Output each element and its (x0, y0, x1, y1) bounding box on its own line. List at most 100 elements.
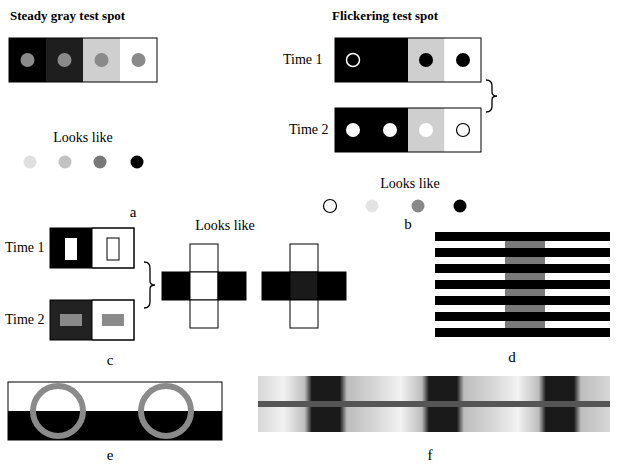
panel-a-result (24, 156, 144, 169)
result-spot (412, 200, 425, 213)
panel-title: Flickering test spot (332, 9, 438, 23)
strip-border (335, 108, 481, 152)
test-spot (347, 54, 360, 67)
panel-letter: c (107, 352, 114, 369)
test-bar (102, 314, 124, 326)
cross-cell (190, 272, 218, 300)
light-square (83, 38, 120, 82)
looks-like-label: Looks like (380, 176, 440, 191)
dark-square (50, 300, 92, 340)
gray-patch (505, 241, 545, 248)
time-label: Time 2 (289, 122, 329, 137)
cross-cell (162, 272, 190, 300)
test-spot (95, 53, 109, 67)
panel-b-time1 (335, 38, 481, 82)
test-spot (132, 53, 146, 67)
gray-patch (505, 273, 545, 280)
black-stripe (435, 232, 610, 241)
cross-cell (190, 244, 218, 272)
test-spot (456, 53, 470, 67)
cross-cell (262, 272, 290, 300)
panel-border (8, 382, 222, 440)
dark-square (46, 38, 83, 82)
test-bar (60, 314, 82, 326)
test-spot (419, 53, 433, 67)
black-square (335, 108, 408, 152)
result-spot (59, 156, 72, 169)
panel-b-time2 (335, 108, 481, 152)
panel-letter: a (130, 204, 137, 221)
cross-cell (190, 300, 218, 328)
black-stripe (435, 280, 610, 289)
panel-c-time1 (50, 228, 134, 268)
gradient-bands (258, 376, 610, 432)
result-spot (94, 156, 107, 169)
panel-letter: e (107, 447, 114, 464)
white-square (92, 300, 134, 340)
cross-dark-center (262, 244, 346, 328)
panel-e-rings (8, 382, 222, 440)
test-spot (21, 53, 35, 67)
panel-letter: f (428, 447, 433, 464)
white-square (92, 228, 134, 268)
white-square (445, 38, 482, 82)
brace (486, 80, 497, 112)
test-spot (457, 124, 470, 137)
test-bar (107, 238, 119, 260)
strip-border (50, 228, 134, 268)
panel-letter: d (508, 349, 516, 366)
gray-ring (141, 386, 191, 436)
cross-cell (318, 272, 346, 300)
middle-bar (258, 401, 610, 407)
white-square (120, 38, 157, 82)
black-stripe (435, 296, 610, 305)
black-stripe (435, 328, 610, 337)
result-spot (24, 156, 37, 169)
panel-d-grating (435, 232, 610, 337)
test-bar (65, 238, 77, 260)
gray-ring (33, 386, 83, 436)
test-spot (419, 123, 433, 137)
cross-cell (290, 244, 318, 272)
grating-ground (435, 232, 610, 337)
strip-border (50, 300, 134, 340)
looks-like-label: Looks like (53, 130, 113, 145)
black-square (9, 38, 46, 82)
light-square (408, 108, 445, 152)
test-spot (383, 123, 397, 137)
result-spot (454, 200, 467, 213)
result-spot (131, 156, 144, 169)
panel-title: Steady gray test spot (10, 9, 125, 23)
light-square (408, 38, 445, 82)
cross-cell (290, 272, 318, 300)
looks-like-label: Looks like (195, 218, 255, 233)
result-spot (324, 200, 337, 213)
time-label: Time 1 (283, 52, 323, 67)
black-square (335, 38, 408, 82)
panel-c-time2 (50, 300, 134, 340)
test-spot (346, 123, 360, 137)
gray-patch (505, 305, 545, 312)
test-spot (58, 53, 72, 67)
black-stripe (435, 312, 610, 321)
panel-a-strip (9, 38, 157, 82)
black-square (50, 228, 92, 268)
cross-cell (290, 300, 318, 328)
gray-patch (505, 257, 545, 264)
strip-border (335, 38, 481, 82)
gray-patch (505, 321, 545, 328)
black-stripe (435, 248, 610, 257)
brace (144, 262, 155, 308)
time-label: Time 2 (5, 312, 45, 327)
time-label: Time 1 (5, 240, 45, 255)
result-spot (366, 200, 379, 213)
cross-cell (218, 272, 246, 300)
gray-patch (505, 289, 545, 296)
panel-letter: b (404, 216, 412, 233)
panel-f-gradient (258, 376, 610, 432)
strip-border (9, 38, 157, 82)
panel-b-result (324, 200, 467, 213)
black-stripe (435, 264, 610, 273)
